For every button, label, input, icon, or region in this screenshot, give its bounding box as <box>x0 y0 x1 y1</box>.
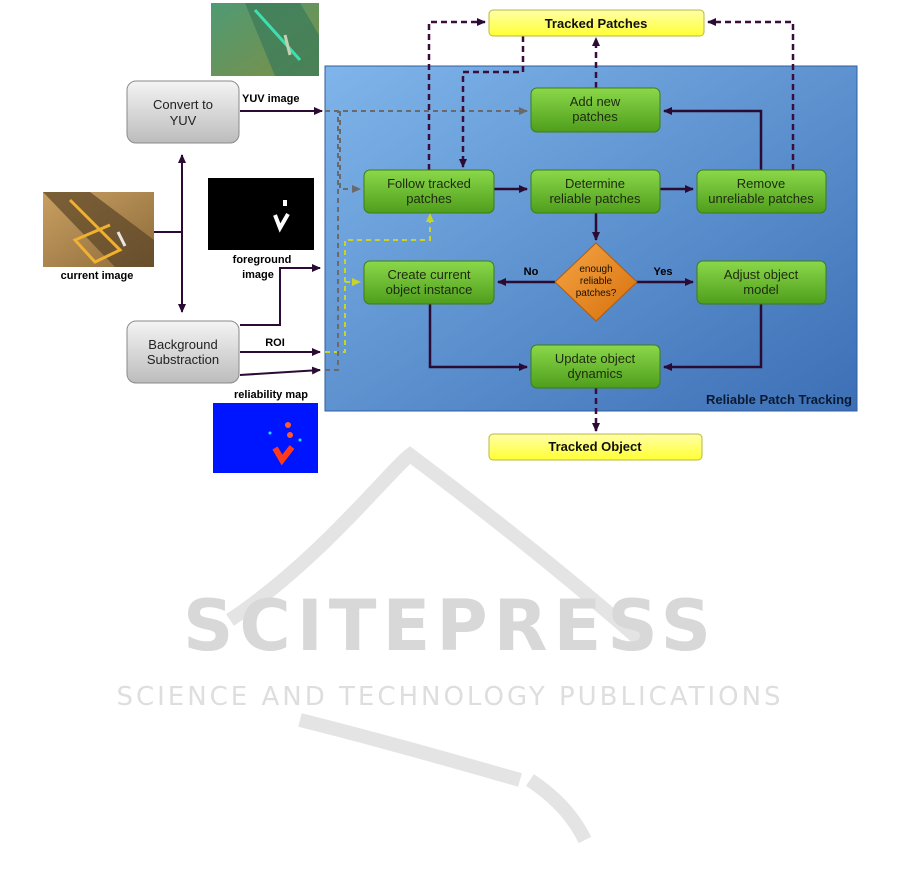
node-label: Remove <box>737 176 785 191</box>
node-label: patches <box>572 109 618 124</box>
background-subtraction-node: Background Substraction <box>126 320 240 384</box>
connector-reliability-dashed <box>325 111 339 371</box>
foreground-label-line1: foreground <box>233 254 292 266</box>
watermark-book-icon <box>226 446 645 844</box>
tracked-patches-output: Tracked Patches <box>488 9 705 37</box>
node-label: model <box>743 282 779 297</box>
node-label: Adjust object <box>724 267 799 282</box>
panel-title: Reliable Patch Tracking <box>706 392 852 407</box>
roi-label: ROI <box>265 337 285 349</box>
remove-unreliable-patches-node: Remove unreliable patches <box>696 169 827 214</box>
node-label: patches <box>406 191 452 206</box>
connector-follow-to-tracked-patches <box>427 18 486 170</box>
decision-enough-patches-node: enough reliable patches? <box>554 242 638 322</box>
connector-remove-to-add <box>663 107 763 170</box>
node-label: Follow tracked <box>387 176 471 191</box>
create-object-instance-node: Create current object instance <box>363 260 495 305</box>
current-image-label: current image <box>61 270 134 282</box>
node-label: object instance <box>386 282 473 297</box>
node-label: dynamics <box>568 366 623 381</box>
node-label: Add new <box>570 94 621 109</box>
reliability-map-thumbnail <box>213 403 318 473</box>
node-label: Substraction <box>147 352 219 367</box>
node-label: Update object <box>555 351 636 366</box>
foreground-label-line2: image <box>242 269 274 281</box>
connector-tracked-patches-to-follow <box>459 36 525 168</box>
node-label: reliable <box>580 276 613 287</box>
foreground-thumbnail <box>208 178 314 250</box>
decision-no-label: No <box>524 266 539 278</box>
watermark: SCITEPRESS SCIENCE AND TECHNOLOGY PUBLIC… <box>116 446 783 844</box>
output-label: Tracked Patches <box>545 16 648 31</box>
determine-reliable-patches-node: Determine reliable patches <box>530 169 661 214</box>
node-label: YUV <box>170 113 197 128</box>
node-label: Convert to <box>153 97 213 112</box>
decision-yes-label: Yes <box>654 266 673 278</box>
current-image-thumbnail <box>43 192 154 267</box>
node-label: reliable patches <box>549 191 641 206</box>
connector-yuv-to-follow <box>339 111 361 193</box>
adjust-object-model-node: Adjust object model <box>696 260 827 305</box>
yuv-image-label: YUV image <box>242 93 299 105</box>
connectors <box>154 18 795 432</box>
output-label: Tracked Object <box>548 439 642 454</box>
node-label: Determine <box>565 176 625 191</box>
connector-create-to-update <box>428 304 528 371</box>
watermark-subtitle: SCIENCE AND TECHNOLOGY PUBLICATIONS <box>116 682 783 712</box>
reliability-map-label: reliability map <box>234 389 308 401</box>
node-label: Create current <box>387 267 470 282</box>
follow-tracked-patches-node: Follow tracked patches <box>363 169 495 214</box>
connector-remove-to-tracked-patches <box>707 18 795 170</box>
connector-reliability-to-panel <box>239 366 321 376</box>
convert-to-yuv-node: Convert to YUV <box>126 80 240 144</box>
connector-foreground-to-panel <box>240 264 321 326</box>
yuv-thumbnail <box>211 3 319 76</box>
tracked-object-output: Tracked Object <box>488 433 703 461</box>
connector-adjust-to-update <box>663 304 763 371</box>
watermark-title: SCITEPRESS <box>183 585 717 667</box>
update-object-dynamics-node: Update object dynamics <box>530 344 661 389</box>
node-label: unreliable patches <box>708 191 814 206</box>
node-label: Background <box>148 337 217 352</box>
node-label: enough <box>579 264 612 275</box>
node-label: patches? <box>576 288 617 299</box>
add-new-patches-node: Add new patches <box>530 87 661 133</box>
